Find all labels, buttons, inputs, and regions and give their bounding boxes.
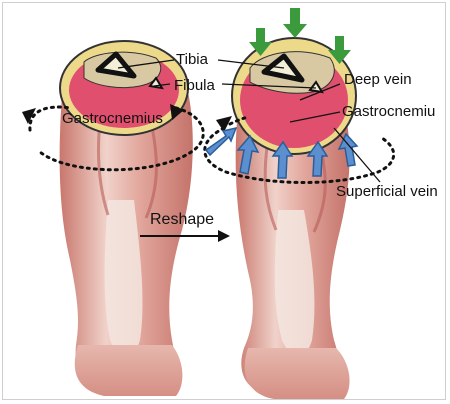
deep-vein-label: Deep vein <box>344 71 412 88</box>
superficial-vein-label: Superficial vein <box>336 183 438 200</box>
fibula-label: Fibula <box>174 77 216 94</box>
left-cross-section: Gastrocnemius <box>60 41 188 135</box>
left-foot <box>75 345 183 396</box>
left-gastrocnemius-label: Gastrocnemius <box>62 110 163 127</box>
left-leg <box>60 92 193 396</box>
outward-arrow-icon <box>206 128 236 155</box>
reshape-arrowhead <box>218 230 230 242</box>
right-foot <box>245 348 350 399</box>
down-arrow-icon <box>283 8 307 38</box>
reshape-label: Reshape <box>150 211 214 228</box>
gastrocnemius-right-label: Gastrocnemiu <box>342 103 435 120</box>
tibia-label: Tibia <box>176 51 209 68</box>
